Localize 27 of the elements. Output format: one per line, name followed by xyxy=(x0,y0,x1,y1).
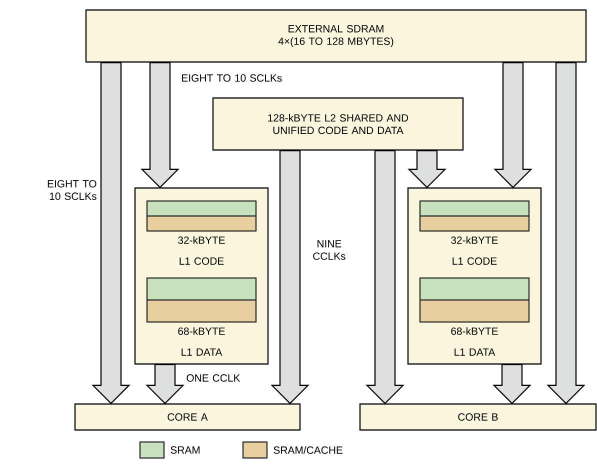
block-arrow xyxy=(546,62,586,404)
edge-label: EIGHT TO 10 SCLKs xyxy=(48,180,96,200)
block-arrow xyxy=(408,150,446,188)
memory-box: CORE B xyxy=(359,403,597,431)
legend-label: SRAM xyxy=(170,446,200,454)
block-arrow xyxy=(146,364,184,404)
block-arrow xyxy=(140,62,180,188)
node-label: 32-kBYTE L1 CODE xyxy=(451,236,498,265)
memory-box: 128-kBYTE L2 SHARED AND UNIFIED CODE AND DATA xyxy=(212,97,464,151)
node-label: 32-kBYTE L1 CODE xyxy=(178,236,225,265)
memory-bar: 68-kBYTE L1 DATA xyxy=(146,278,256,356)
memory-bar: 32-kBYTE L1 CODE xyxy=(146,200,256,265)
block-arrow xyxy=(92,62,130,404)
edge-label: ONE CCLK xyxy=(186,374,240,382)
node-label: 68-kBYTE L1 DATA xyxy=(451,327,498,356)
block-arrow xyxy=(366,150,404,404)
block-arrow xyxy=(494,62,532,188)
legend-label: SRAM/CACHE xyxy=(274,446,342,454)
memory-box: CORE A xyxy=(74,403,301,431)
memory-box: EXTERNAL SDRAM 4×(16 TO 128 MBYTES) xyxy=(85,9,587,63)
edge-label: EIGHT TO 10 SCLKs xyxy=(182,74,282,82)
memory-bar: 68-kBYTE L1 DATA xyxy=(420,278,530,356)
block-arrow xyxy=(492,364,532,404)
memory-bar: 32-kBYTE L1 CODE xyxy=(420,200,530,265)
block-arrow xyxy=(270,150,310,404)
edge-label: NINE CCLKs xyxy=(313,240,346,260)
node-label: 68-kBYTE L1 DATA xyxy=(178,327,225,356)
